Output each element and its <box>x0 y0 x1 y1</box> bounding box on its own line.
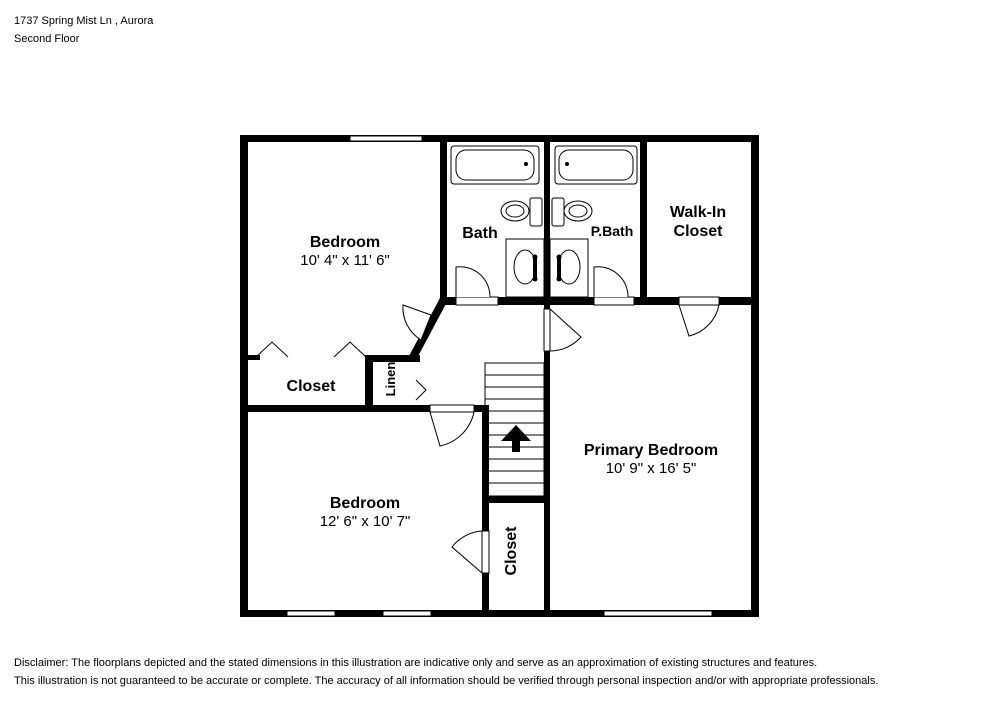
linen-label: Linen <box>383 362 398 397</box>
primary-bedroom-dims: 10' 9" x 16' 5" <box>606 460 697 477</box>
property-address: 1737 Spring Mist Ln , Aurora <box>14 15 154 27</box>
floor-label: Second Floor <box>14 33 80 45</box>
walkin-closet-label-line2: Closet <box>674 223 724 240</box>
windows <box>286 135 713 617</box>
staircase <box>484 362 545 497</box>
bathtubs <box>450 145 638 185</box>
toilets <box>500 197 593 227</box>
bedroom-sw-name: Bedroom <box>330 495 400 512</box>
doors <box>402 266 720 575</box>
closet-bifold-doors <box>255 341 367 358</box>
vanity-sinks <box>505 238 589 298</box>
closet-center-label: Closet <box>503 526 520 576</box>
pbath-label: P.Bath <box>591 223 634 239</box>
bedroom-nw-name: Bedroom <box>310 234 380 251</box>
walkin-closet-label-line1: Walk-In <box>670 204 726 221</box>
stair-up-arrow-icon <box>501 425 531 452</box>
disclaimer-line-2: This illustration is not guaranteed to b… <box>14 675 879 687</box>
primary-bedroom-name: Primary Bedroom <box>584 442 718 459</box>
bedroom-sw-dims: 12' 6" x 10' 7" <box>320 513 411 530</box>
bath-label: Bath <box>462 225 498 242</box>
bedroom-nw-dims: 10' 4" x 11' 6" <box>300 252 390 269</box>
disclaimer-line-1: Disclaimer: The floorplans depicted and … <box>14 657 818 669</box>
closet-west-label: Closet <box>287 378 337 395</box>
